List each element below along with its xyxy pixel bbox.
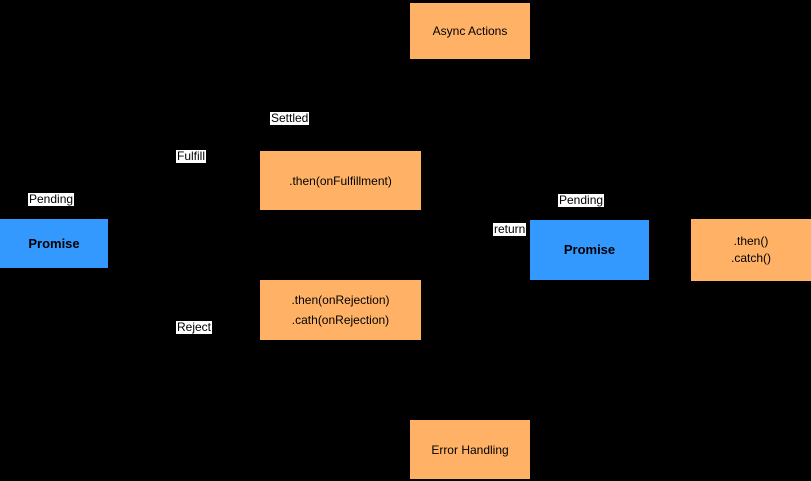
then-onfulfillment-label: .then(onFulfillment) — [289, 173, 392, 188]
then-onrejection-line1: .then(onRejection) — [291, 293, 390, 307]
return-edge-label: return — [493, 222, 527, 236]
pending-left-edge-label: Pending — [28, 192, 75, 206]
then-onrejection-node: .then(onRejection) .cath(onRejection) — [260, 280, 421, 340]
async-actions-node: Async Actions — [410, 3, 530, 59]
promise-left-label: Promise — [28, 235, 80, 251]
then-onrejection-line2: .cath(onRejection) — [291, 313, 390, 327]
reject-edge-label: Reject — [176, 320, 213, 334]
async-actions-label: Async Actions — [432, 24, 508, 38]
then-catch-line2: .catch() — [730, 251, 771, 265]
error-handling-node: Error Handling — [410, 420, 530, 479]
pending-right-edge-label: Pending — [558, 193, 605, 207]
promise-right-label: Promise — [563, 242, 616, 257]
promise-right-node: Promise — [530, 220, 649, 280]
fulfill-edge-label: Fulfill — [176, 149, 207, 163]
then-catch-line1: .then() — [733, 234, 769, 248]
promise-left-node: Promise — [0, 219, 108, 268]
settled-edge-label: Settled — [270, 111, 310, 125]
then-onfulfillment-node: .then(onFulfillment) — [260, 151, 421, 210]
then-catch-node: .then() .catch() — [691, 219, 811, 281]
error-handling-label: Error Handling — [431, 442, 509, 457]
